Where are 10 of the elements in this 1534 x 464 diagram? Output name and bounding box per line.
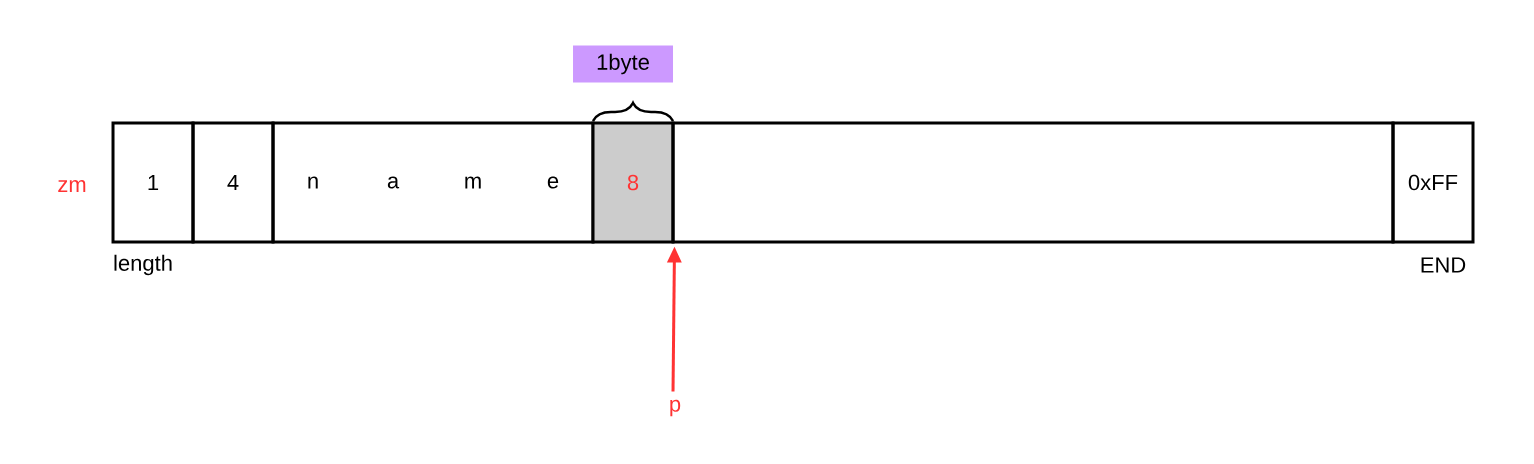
memory-cell: 1 [111, 121, 195, 244]
memory-cell: 4 [191, 121, 275, 244]
field-label: END [1421, 257, 1466, 273]
row-label: zm [58, 180, 86, 192]
memory-cell: 8 [591, 121, 675, 244]
pointer-label: p [670, 399, 681, 417]
field-label: length [114, 254, 172, 276]
size-tag: 1byte [573, 45, 673, 83]
memory-cell [671, 121, 1395, 244]
memory-cell: 0xFF [1391, 121, 1475, 244]
